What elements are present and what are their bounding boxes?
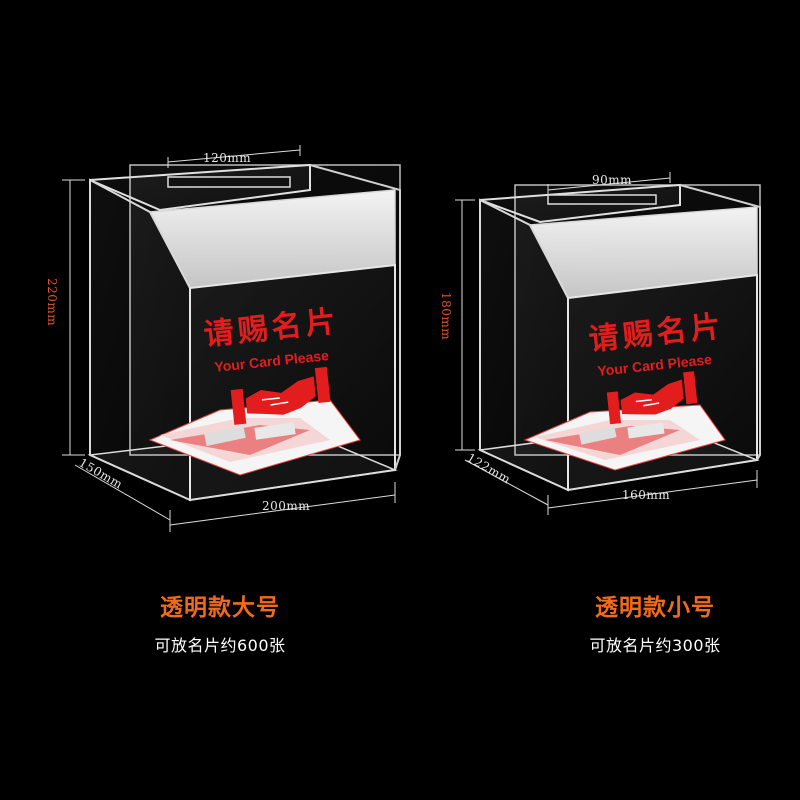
small-top-width-label: 90mm — [592, 173, 632, 187]
small-height-label: 180mm — [439, 292, 453, 340]
large-bottom-width-label: 200mm — [262, 499, 310, 513]
small-box-dimensions — [455, 172, 758, 515]
large-height-label: 220mm — [45, 278, 59, 326]
small-caption: 透明款小号 可放名片约300张 — [555, 588, 755, 656]
small-box-right-edge — [679, 184, 761, 461]
small-caption-subtitle: 可放名片约300张 — [589, 636, 721, 655]
small-box-business-cards — [523, 404, 726, 471]
large-box-business-cards — [148, 399, 361, 476]
small-caption-title: 透明款小号 — [595, 595, 715, 621]
large-box-card-slot — [167, 176, 291, 188]
large-box-right-edge — [309, 164, 401, 471]
small-box-card-slot — [547, 194, 657, 205]
small-box: 请赐名片 Your Card Please 90mm 180mm 122mm 1… — [439, 172, 761, 515]
small-box-handshake-icon — [606, 371, 698, 425]
large-caption-subtitle: 可放名片约600张 — [154, 636, 286, 655]
large-caption: 透明款大号 可放名片约600张 — [120, 588, 320, 656]
large-box-dimensions — [62, 145, 396, 532]
large-caption-title: 透明款大号 — [160, 595, 280, 621]
large-box-handshake-icon — [230, 366, 331, 425]
large-box: 请赐名片 Your Card Please 120mm 220mm 150mm … — [45, 145, 401, 532]
small-bottom-width-label: 160mm — [622, 488, 670, 502]
large-top-width-label: 120mm — [203, 151, 251, 165]
